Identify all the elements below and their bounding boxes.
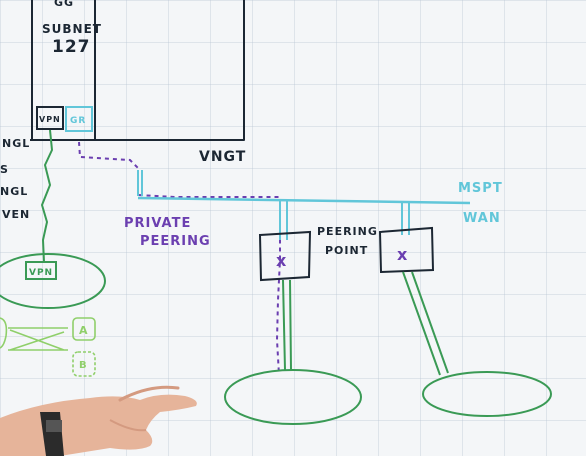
peering-point-box-1	[258, 230, 312, 282]
onprem-ellipse-center	[224, 369, 362, 425]
left-label-4: VEN	[2, 208, 30, 221]
onprem-ellipse-right	[422, 371, 552, 417]
presenter-hand	[0, 385, 197, 456]
left-label-2: S	[0, 163, 9, 176]
vpn-link-line	[41, 129, 53, 263]
private-label: PRIVATE	[124, 216, 191, 231]
vpn-gateway-label: VPN	[39, 115, 61, 124]
left-node-partial	[0, 317, 8, 349]
msft-label: MSPT	[458, 181, 503, 196]
onprem-vpn-label: VPN	[29, 268, 53, 278]
gr-gateway-box	[65, 106, 93, 132]
wan-label: WAN	[463, 211, 501, 226]
node-a-label: A	[79, 324, 89, 337]
private-peering-path	[78, 141, 281, 376]
cross-links	[8, 327, 68, 351]
subnet-number: 127	[52, 37, 91, 57]
subnet-title: GG	[54, 0, 74, 9]
onprem-ellipse-left	[0, 253, 106, 309]
vngt-label: VNGT	[199, 149, 246, 165]
peering-point-box-2	[378, 226, 435, 274]
left-label-1: NGL	[2, 137, 30, 150]
peering-x-2: x	[397, 245, 408, 264]
vpn-gateway-box	[36, 106, 64, 130]
wan-backbone	[137, 196, 471, 205]
watch-face	[46, 420, 62, 432]
subnet-label: SUBNET	[42, 22, 102, 36]
peering-point-label-2: POINT	[325, 244, 368, 257]
onprem-vpn-box	[25, 261, 57, 280]
peering-x-1: x	[276, 251, 287, 270]
peering-point-label-1: PEERING	[317, 225, 378, 238]
left-label-3: NGL	[0, 185, 28, 198]
node-a-box	[72, 317, 96, 341]
node-b-label: B	[79, 360, 88, 371]
gr-gateway-label: GR	[70, 116, 86, 126]
circuit-line-2	[402, 271, 449, 376]
peering-label: PEERING	[140, 234, 211, 249]
vngt-drop	[137, 170, 143, 196]
node-b-box	[72, 351, 96, 377]
circuit-line-1	[282, 279, 292, 371]
